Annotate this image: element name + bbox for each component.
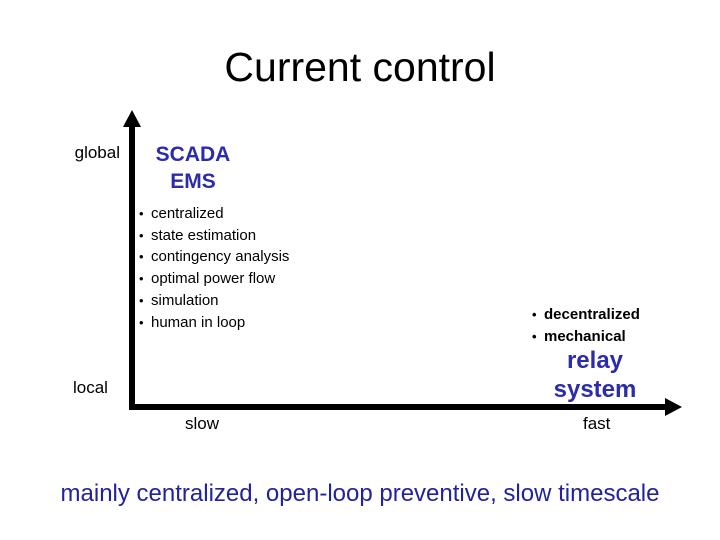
bullet-icon: • (139, 206, 144, 221)
x-axis-left-label: slow (185, 414, 220, 433)
relay-heading-line1: relay (566, 347, 624, 374)
list-item-label: centralized (151, 205, 224, 222)
bullet-icon: • (139, 314, 144, 330)
scada-heading-line2: EMS (170, 170, 216, 193)
list-item: • human in loop (139, 312, 289, 334)
summary-caption: mainly centralized, open-loop preventive… (60, 480, 660, 507)
scada-ems-heading: SCADA EMS (147, 141, 239, 195)
bullet-icon: • (139, 227, 144, 243)
list-item-label: human in loop (151, 313, 246, 331)
list-item: • decentralized (532, 304, 640, 326)
list-item: • state estimation (139, 225, 289, 247)
bullet-icon: • (532, 329, 537, 345)
scada-heading-line1: SCADA (155, 143, 231, 166)
list-item: • simulation (139, 290, 289, 312)
bullet-icon: • (139, 249, 144, 265)
relay-heading-line2: system (553, 375, 637, 403)
list-item-label: mechanical (544, 328, 626, 346)
x-axis-line (129, 404, 665, 410)
list-item-label: decentralized (544, 306, 640, 323)
list-item: • mechanical (532, 326, 640, 348)
y-axis-bottom-label: local (73, 378, 108, 397)
bullet-icon: • (139, 292, 144, 308)
scada-feature-list: • centralized • state estimation • continge… (139, 203, 289, 333)
list-item: • contingency analysis (139, 246, 289, 268)
x-axis-right-label: fast (583, 414, 611, 433)
bullet-icon: • (532, 307, 537, 322)
list-item: • centralized (139, 203, 289, 225)
slide-title: Current control (224, 44, 496, 90)
list-item: • optimal power flow (139, 268, 289, 290)
list-item-label: optimal power flow (151, 270, 276, 288)
x-axis-arrowhead-icon (665, 398, 682, 416)
y-axis-arrowhead-icon (123, 110, 141, 127)
relay-feature-list: • decentralized • mechanical (532, 304, 640, 349)
list-item-label: contingency analysis (151, 248, 290, 266)
list-item-label: simulation (151, 291, 219, 309)
bullet-icon: • (139, 271, 144, 287)
list-item-label: state estimation (151, 226, 257, 244)
y-axis-line (129, 126, 135, 410)
y-axis-top-label: global (74, 143, 120, 162)
relay-system-heading: relay system (544, 347, 646, 404)
